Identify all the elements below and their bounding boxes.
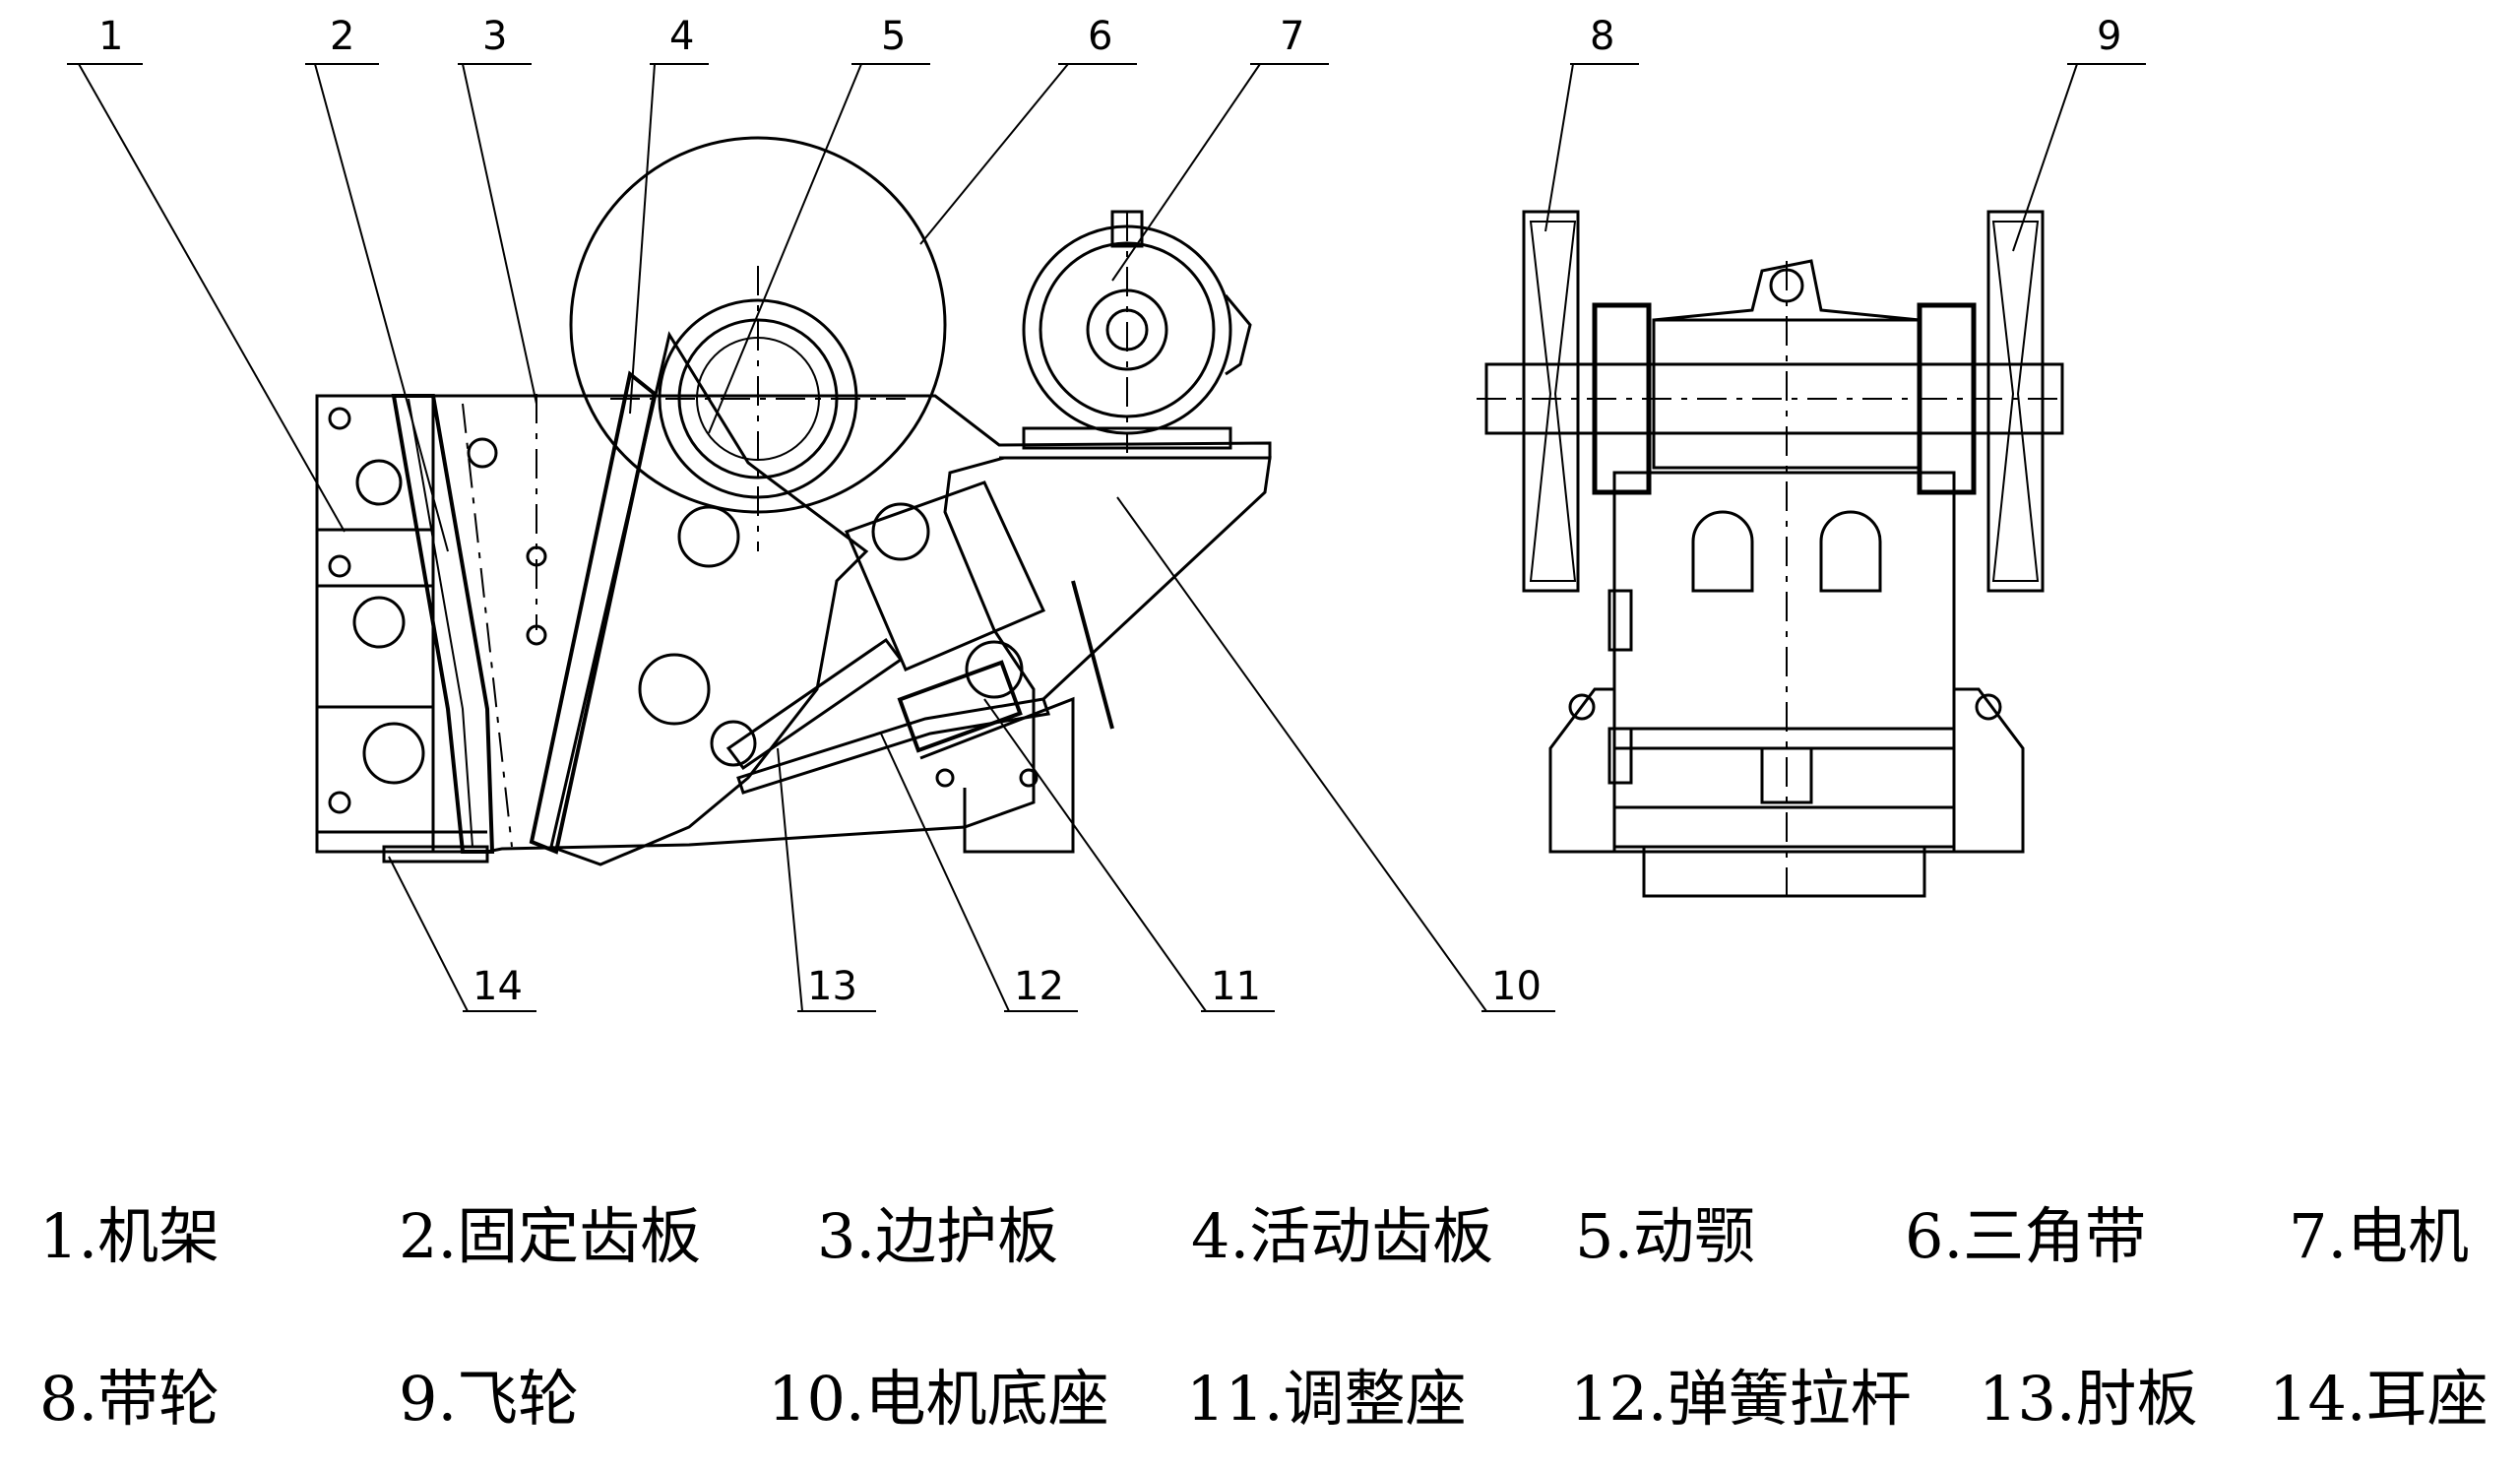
callout-3: 3 [482,14,507,59]
callout-7: 7 [1280,14,1304,59]
ear-seat [382,845,489,863]
frame [315,394,1272,854]
side-guard-plate [462,403,513,848]
callout-8: 8 [1590,14,1614,59]
front-frame [1612,471,1956,849]
leader-lines [67,63,2146,1012]
callout-9: 9 [2097,14,2121,59]
callout-10: 10 [1491,964,1542,1009]
movable-jaw [549,331,869,866]
motor-side [1022,210,1252,453]
front-view [1477,210,2067,906]
movable-jaw-plate [529,370,658,855]
spring-rod [736,697,1050,795]
side-view [315,136,1272,866]
callout-12: 12 [1014,964,1064,1009]
callout-13: 13 [807,964,857,1009]
callout-11: 11 [1211,964,1261,1009]
callout-6: 6 [1088,14,1112,59]
callout-4: 4 [669,14,694,59]
callout-numbers: 1 2 3 4 5 6 7 8 9 10 11 12 13 14 [98,14,2121,1009]
adjustment-seat [844,480,1046,672]
callout-14: 14 [472,964,523,1009]
motor-base [999,456,1272,701]
callout-1: 1 [98,14,123,59]
callout-2: 2 [330,14,354,59]
fixed-jaw-plate [391,394,495,854]
flywheel [1986,210,2045,593]
callout-5: 5 [881,14,906,59]
belt-pulley [1522,210,1580,593]
